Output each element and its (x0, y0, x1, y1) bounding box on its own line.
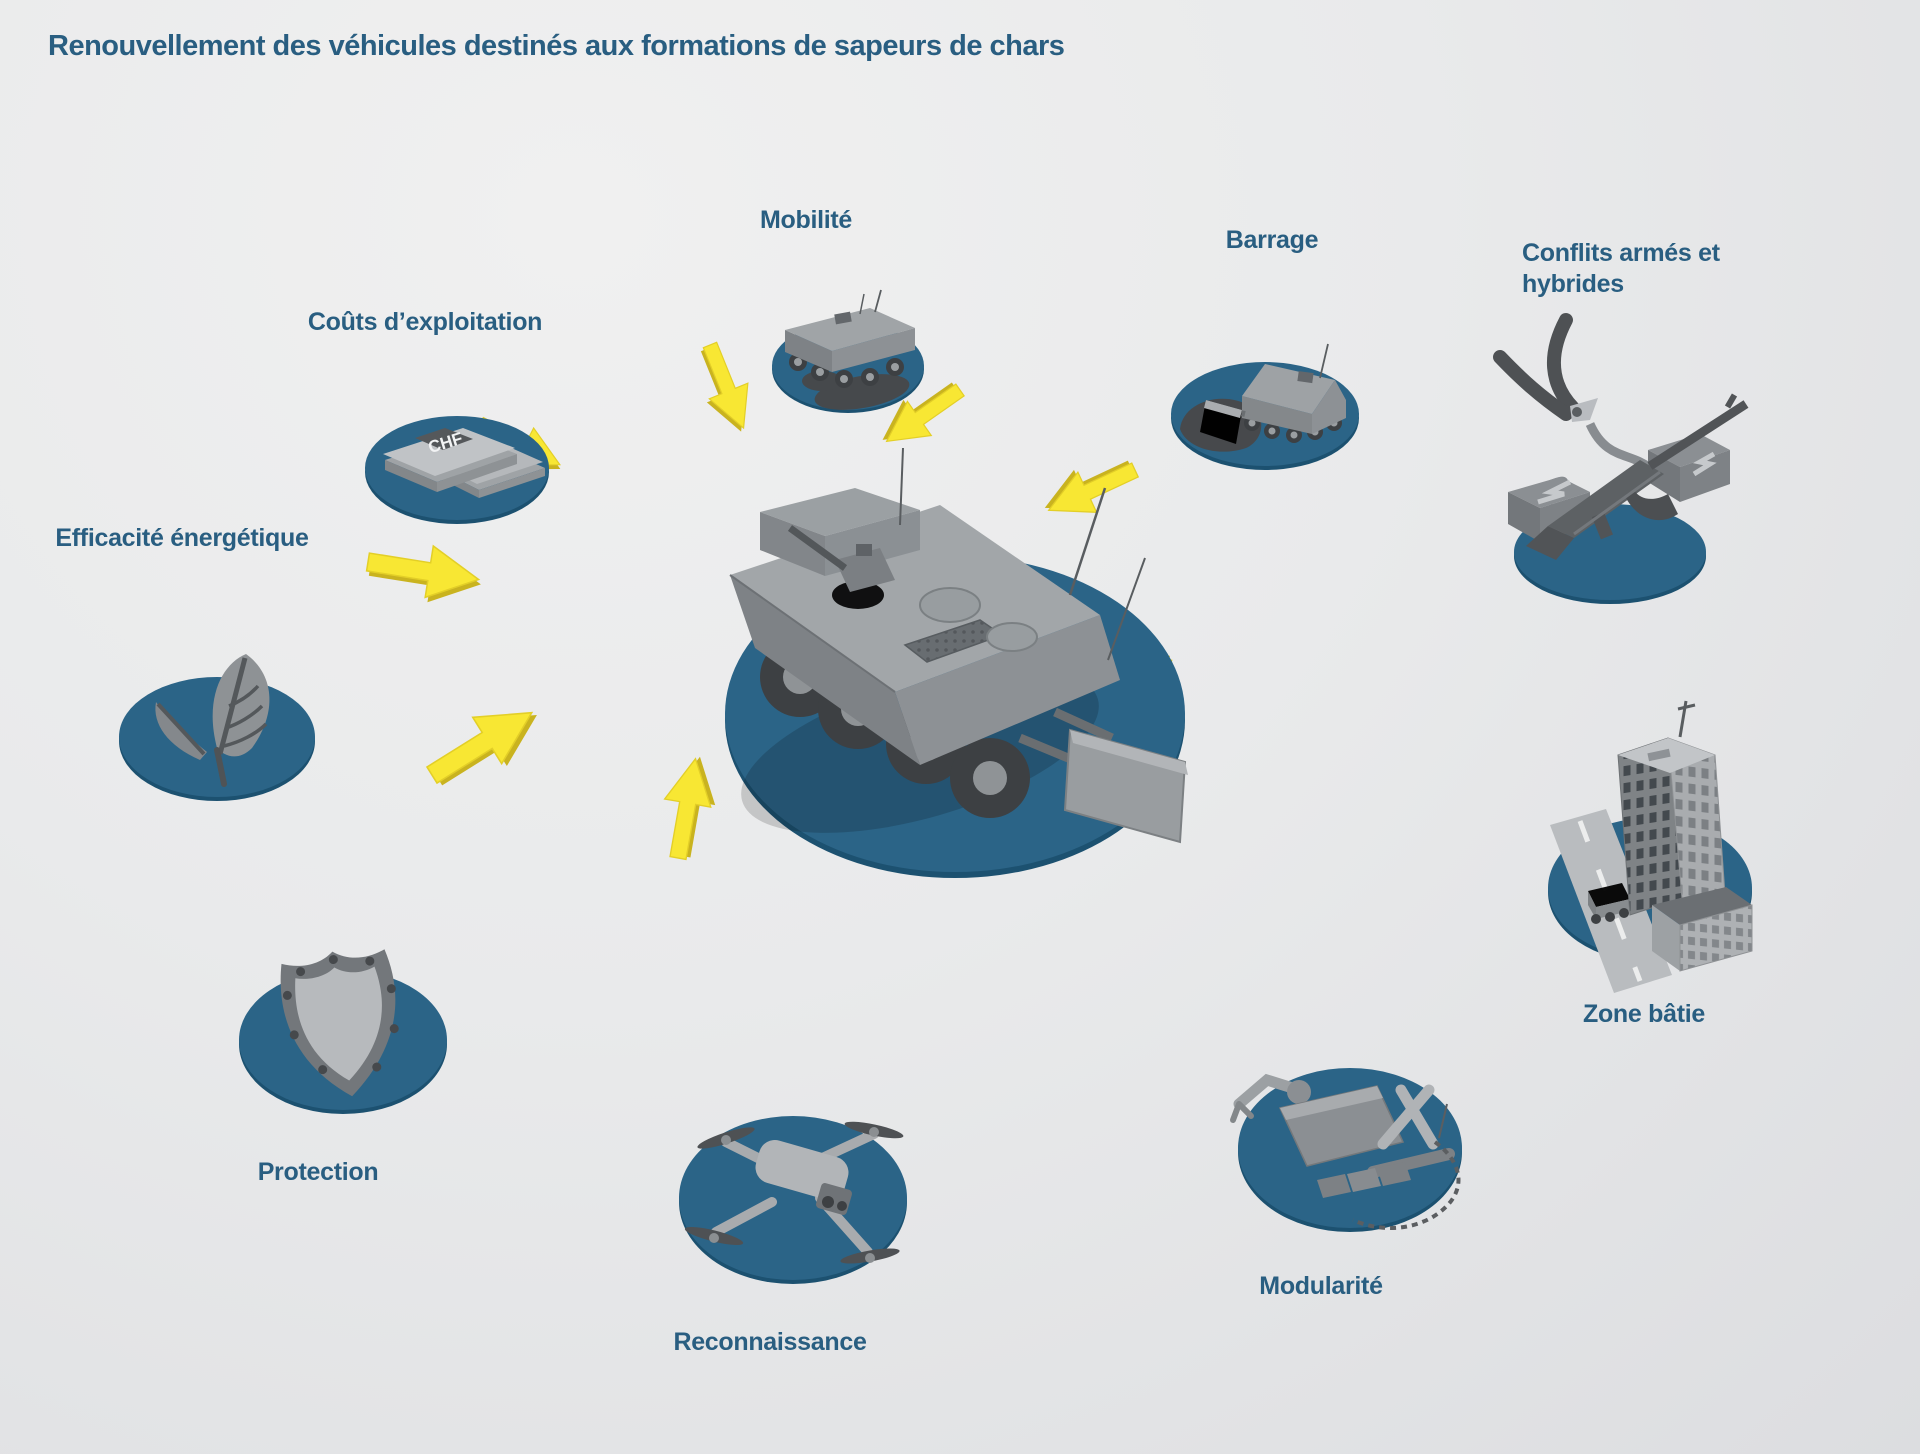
remote-weapon-station (787, 525, 895, 609)
banknotes-icon: CHF (365, 416, 549, 524)
page-title: Renouvellement des véhicules destinés au… (48, 30, 1065, 62)
drone-rotors (684, 1121, 904, 1264)
robot-arm (1230, 1073, 1311, 1123)
factor-label-reconnaissance: Reconnaissance (673, 1328, 867, 1356)
modular-attachments-icon (1230, 1068, 1462, 1232)
arrow-from-efficacite (362, 535, 487, 611)
factor-label-protection: Protection (257, 1158, 379, 1186)
banknote-bundle-upper: CHF (383, 428, 517, 492)
factor-label-zone-batie: Zone bâtie (1582, 1000, 1706, 1028)
base-plates (1317, 1162, 1411, 1198)
arrow-from-protection (416, 687, 553, 803)
dozer-blade-attachment (1278, 1085, 1405, 1167)
factor-label-conflits-armes: Conflits armés et hybrides (1522, 239, 1720, 299)
leaves-icon (119, 654, 315, 801)
wire-cutters (1493, 313, 1598, 422)
factor-label-couts-exploitation: Coûts d’exploitation (307, 308, 543, 336)
drone-body (755, 1139, 853, 1215)
rifle (1526, 393, 1749, 560)
dozer-blade (1018, 707, 1188, 844)
factor-label-mobilite: Mobilité (759, 206, 853, 234)
dozer-apc (1200, 343, 1346, 444)
wire-cutters-rifle-icon (1493, 313, 1749, 604)
leaves (155, 654, 270, 787)
urban-buildings-icon (1548, 700, 1753, 993)
shield-icon (239, 949, 447, 1114)
low-building (1652, 887, 1753, 972)
small-road-vehicle (1588, 883, 1630, 924)
factor-label-efficacite-energetique: Efficacité énergétique (55, 524, 309, 552)
factor-label-barrage: Barrage (1225, 226, 1319, 254)
shield (280, 949, 399, 1097)
drone-icon (679, 1116, 907, 1284)
tall-building (1617, 700, 1727, 916)
small-apc (785, 289, 915, 388)
chain (1352, 1103, 1461, 1230)
barrier-dozer-vehicle-icon (1171, 343, 1359, 470)
antennas (899, 447, 1146, 661)
mobility-vehicle-icon (772, 289, 924, 413)
factor-label-modularite: Modularité (1259, 1272, 1383, 1300)
armored-engineer-vehicle-icon (725, 447, 1188, 878)
